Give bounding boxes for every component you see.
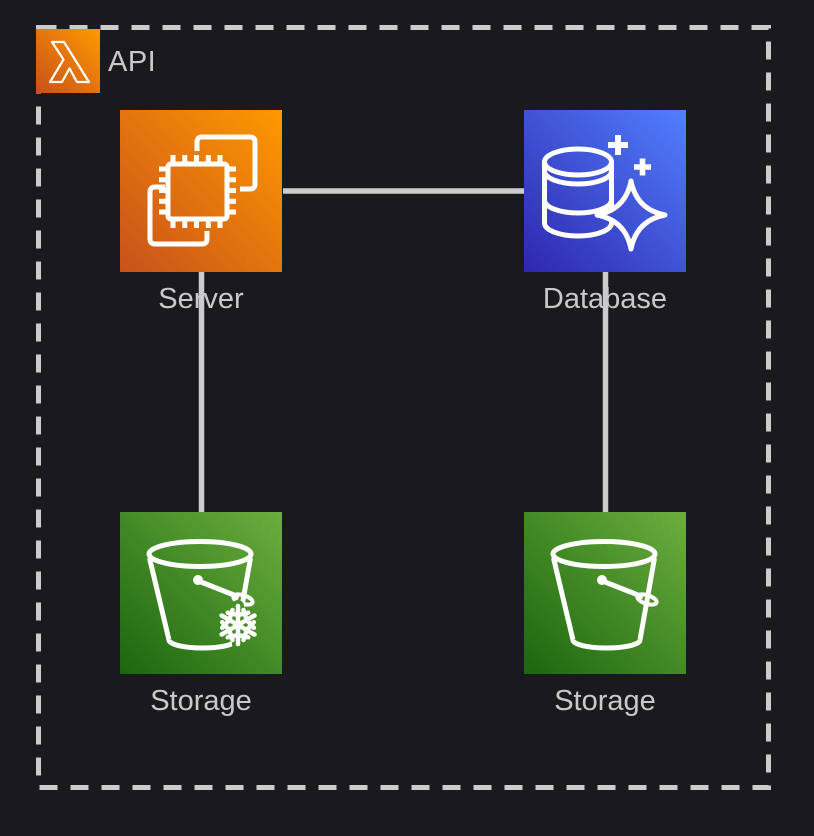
node-label-storage-archive: Storage [150, 685, 252, 717]
lambda-icon[interactable] [36, 29, 100, 93]
node-label-storage: Storage [554, 685, 656, 717]
node-storage: Storage [524, 512, 686, 742]
database-sparkle-icon[interactable] [524, 110, 686, 272]
node-database: Database [524, 110, 686, 340]
node-label-server: Server [158, 283, 244, 315]
node-server: Server [120, 110, 282, 340]
node-storage-archive: Storage [120, 512, 282, 742]
api-group-label: API [108, 46, 157, 78]
node-label-database: Database [542, 283, 668, 315]
bucket-icon[interactable] [524, 512, 686, 674]
bucket-snowflake-icon[interactable] [120, 512, 282, 674]
compute-chip-icon[interactable] [120, 110, 282, 272]
lambda-icon-glyph [36, 29, 100, 93]
